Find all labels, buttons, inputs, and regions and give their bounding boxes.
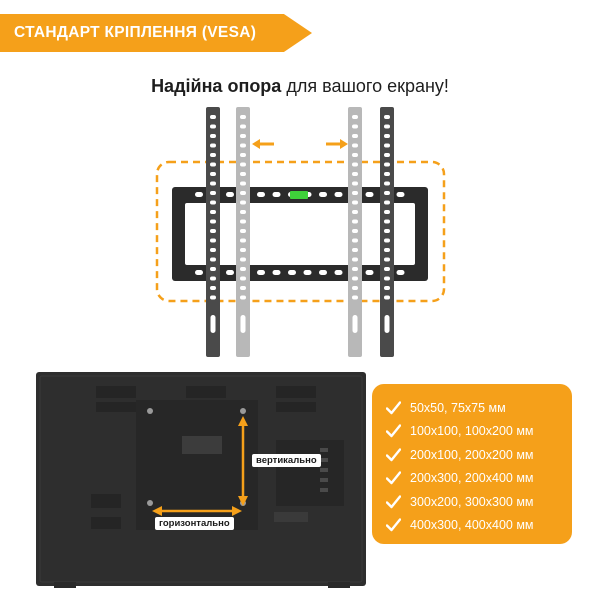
bubble-level-icon bbox=[290, 191, 308, 199]
horizontal-label: горизонтально bbox=[155, 517, 234, 530]
horizontal-measure-arrow bbox=[152, 506, 242, 516]
mount-arm-left-inner bbox=[236, 107, 250, 357]
checkmark-icon bbox=[385, 471, 402, 485]
tv-label-sticker bbox=[182, 436, 222, 454]
checkmark-icon bbox=[385, 424, 402, 438]
checkmark-icon bbox=[385, 518, 402, 532]
size-item: 200x100, 200x200 мм bbox=[385, 443, 534, 467]
vesa-area-frame bbox=[155, 160, 446, 303]
vesa-size-list: 50x50, 75x75 мм 100x100, 100x200 мм 200x10… bbox=[385, 396, 534, 538]
header-title: СТАНДАРТ КРІПЛЕННЯ (VESA) bbox=[14, 24, 257, 41]
wall-mount-illustration bbox=[155, 107, 446, 357]
size-item-label: 300x200, 300x300 мм bbox=[410, 494, 534, 509]
size-item-label: 200x100, 200x200 мм bbox=[410, 447, 534, 462]
size-item: 200x300, 200x400 мм bbox=[385, 467, 534, 491]
size-item-label: 50x50, 75x75 мм bbox=[410, 400, 506, 415]
size-item-label: 400x300, 400x400 мм bbox=[410, 518, 534, 533]
tagline-bold: Надійна опора bbox=[151, 76, 282, 96]
tagline-rest: для вашого екрану! bbox=[281, 76, 449, 96]
mount-arm-right-inner bbox=[348, 107, 362, 357]
tv-mount-panel bbox=[136, 400, 258, 530]
checkmark-icon bbox=[385, 401, 402, 415]
size-item-label: 100x100, 100x200 мм bbox=[410, 424, 534, 439]
size-item: 50x50, 75x75 мм bbox=[385, 396, 534, 420]
checkmark-icon bbox=[385, 495, 402, 509]
mount-arm-right-outer bbox=[380, 107, 394, 357]
tv-back-illustration bbox=[36, 372, 366, 588]
size-item: 400x300, 400x400 мм bbox=[385, 514, 534, 538]
header-banner: СТАНДАРТ КРІПЛЕННЯ (VESA) bbox=[0, 14, 312, 52]
checkmark-icon bbox=[385, 448, 402, 462]
arrow-left-icon bbox=[252, 139, 274, 149]
tv-vents bbox=[91, 386, 316, 529]
tv-ports-area bbox=[276, 440, 344, 506]
vesa-sizes-panel: 50x50, 75x75 мм 100x100, 100x200 мм 200x10… bbox=[372, 384, 572, 544]
vertical-measure-arrow bbox=[238, 416, 248, 506]
tagline: Надійна опора для вашого екрану! bbox=[0, 76, 600, 97]
vertical-label: вертикально bbox=[252, 454, 321, 467]
arrow-right-icon bbox=[326, 139, 348, 149]
mount-arm-left-outer bbox=[206, 107, 220, 357]
size-item: 300x200, 300x300 мм bbox=[385, 490, 534, 514]
size-item-label: 200x300, 200x400 мм bbox=[410, 471, 534, 486]
size-item: 100x100, 100x200 мм bbox=[385, 420, 534, 444]
